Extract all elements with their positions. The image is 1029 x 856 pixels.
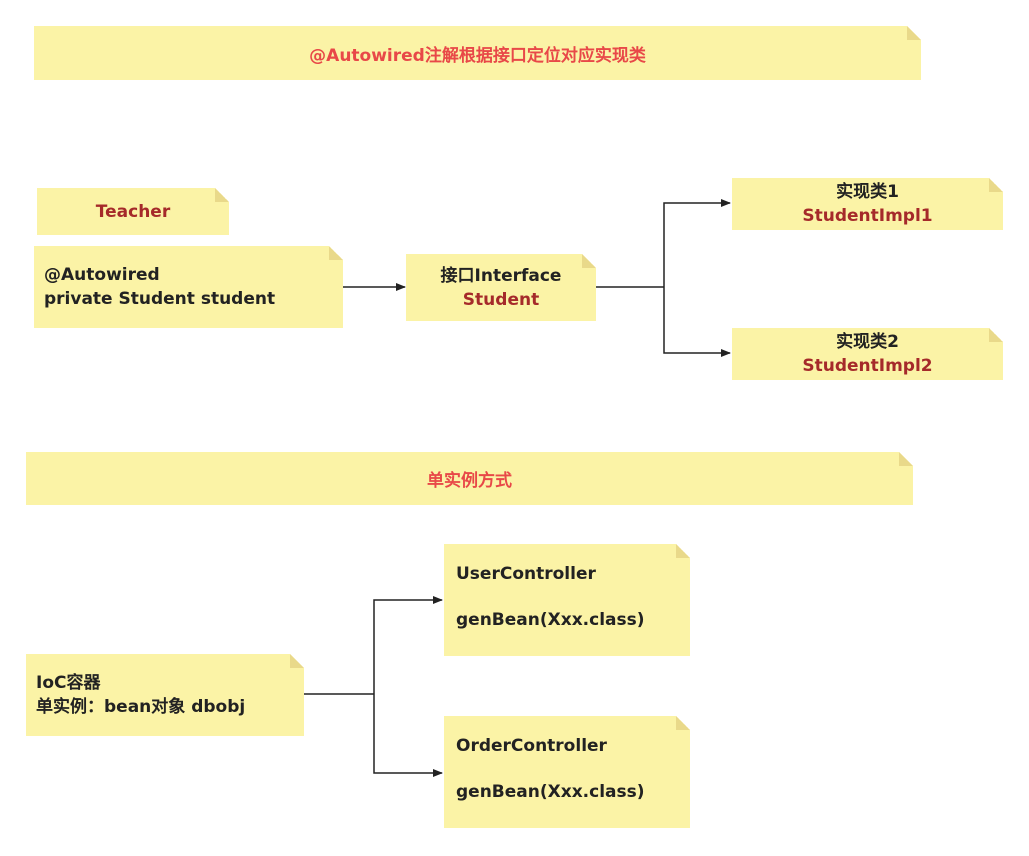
user-controller-name: UserController: [456, 564, 596, 584]
ioc-singleton-label: 单实例：bean对象 dbobj: [36, 697, 246, 717]
order-controller-call: genBean(Xxx.class): [456, 782, 645, 802]
ioc-note: IoC容器 单实例：bean对象 dbobj: [26, 654, 304, 736]
impl1-label: 实现类1: [836, 182, 899, 202]
interface-label: 接口Interface: [440, 265, 562, 286]
user-controller-note: UserController genBean(Xxx.class): [444, 544, 690, 656]
arrow-to-order-controller: [373, 694, 443, 777]
impl2-name: StudentImpl2: [802, 356, 933, 376]
field-annotation: @Autowired: [44, 265, 160, 285]
field-declaration: private Student student: [44, 289, 276, 309]
impl2-note: 实现类2 StudentImpl2: [732, 328, 1003, 380]
title-autowired: @Autowired注解根据接口定位对应实现类: [309, 45, 646, 66]
interface-name: Student: [462, 289, 540, 310]
arrow-to-user-controller: [373, 596, 443, 694]
arrow-to-impl1: [663, 199, 731, 287]
title-note-autowired: @Autowired注解根据接口定位对应实现类: [34, 26, 921, 80]
impl1-name: StudentImpl1: [802, 206, 933, 226]
teacher-note: Teacher: [37, 188, 229, 235]
title-singleton: 单实例方式: [427, 471, 512, 491]
ioc-label: IoC容器: [36, 673, 101, 693]
field-note: @Autowired private Student student: [34, 246, 343, 328]
user-controller-call: genBean(Xxx.class): [456, 610, 645, 630]
order-controller-note: OrderController genBean(Xxx.class): [444, 716, 690, 828]
interface-note: 接口Interface Student: [406, 254, 596, 321]
teacher-label: Teacher: [95, 201, 171, 222]
impl1-note: 实现类1 StudentImpl1: [732, 178, 1003, 230]
arrow-to-impl2: [663, 287, 731, 357]
title-note-singleton: 单实例方式: [26, 452, 913, 505]
impl2-label: 实现类2: [836, 332, 899, 352]
order-controller-name: OrderController: [456, 736, 607, 756]
